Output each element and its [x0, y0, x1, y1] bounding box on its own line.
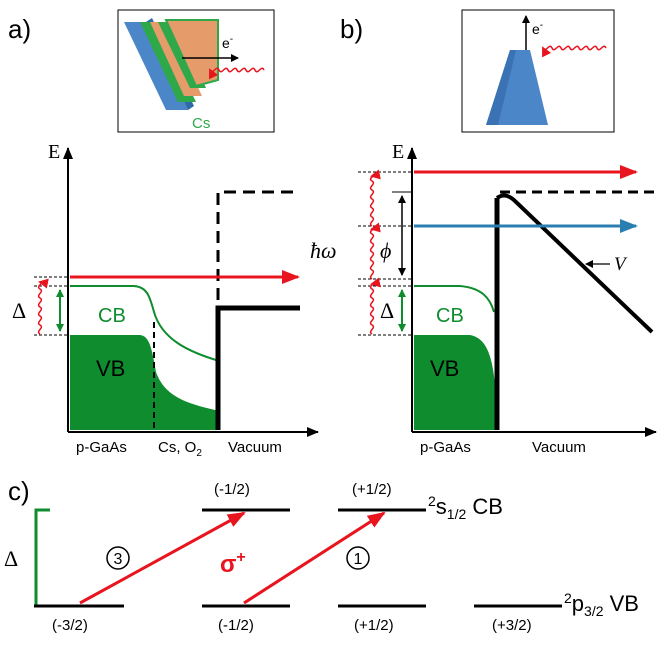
panel-b-hbar-omega-label: ħω [310, 238, 337, 263]
panel-b-photon-wave-1 [369, 277, 381, 335]
panel-b-label: b) [340, 14, 363, 44]
inset-a-cs-text: Cs [192, 115, 210, 132]
panel-b-potential-slope [495, 193, 654, 334]
panel-a-label: a) [8, 14, 31, 44]
panel-a-vb-region [70, 335, 218, 430]
panel-b-vb-label: VB [430, 356, 459, 381]
panel-b-region-vacuum: Vacuum [532, 439, 586, 456]
panel-b-inset: e- [461, 9, 615, 133]
panel-b-vb-region [414, 335, 496, 430]
sigma-plus-label: σ+ [220, 549, 246, 578]
panel-b-photon-wave-3 [369, 169, 381, 227]
cb-level-plus-half-label: (+1/2) [352, 481, 392, 498]
panel-a-cb-label: CB [98, 305, 126, 327]
panel-b-cb-label: CB [436, 305, 464, 327]
panel-a-region-gaas: p-GaAs [76, 439, 127, 456]
transition-arrow-3 [79, 511, 246, 605]
panel-a-region-vacuum: Vacuum [228, 439, 282, 456]
panel-a-inset: O2 Cs e- [117, 9, 275, 133]
panel-a: a) O2 Cs e- E VB CB [8, 9, 319, 459]
transition-weight-1: 1 [354, 551, 363, 568]
panel-a-vb-label: VB [96, 356, 125, 381]
inset-a-electron-text: e- [222, 34, 233, 51]
vb-level-minus-three-half-label: (-3/2) [52, 617, 88, 634]
transition-weight-1-circle [346, 546, 370, 570]
transition-weight-3: 3 [114, 551, 123, 568]
panel-a-vacuum-level [215, 305, 300, 430]
cb-level-minus-half-label: (-1/2) [214, 481, 250, 498]
panel-a-cb-curve [70, 285, 217, 361]
inset-b-electron-text: e- [532, 20, 543, 37]
panel-b: b) e- E VB CB V [310, 9, 657, 456]
vb-level-plus-half-label: (+1/2) [354, 617, 394, 634]
panel-c-label: c) [8, 476, 30, 506]
panel-b-region-gaas: p-GaAs [420, 439, 471, 456]
transition-arrow-1 [243, 511, 386, 605]
panel-a-region-cs-o2: Cs, O2 [158, 439, 202, 459]
panel-c: c) Δ (-1/2) (+1/2) 2s1/2 CB (-3/2) (-1/2… [4, 476, 639, 634]
panel-b-energy-label: E [392, 141, 404, 163]
panel-b-cb-curve [414, 285, 495, 313]
inset-a-o2-text: O2 [193, 31, 211, 51]
inset-a-photon-wave [209, 67, 265, 80]
panel-b-phi-label: ϕ [380, 238, 391, 263]
transition-weight-3-circle [106, 546, 130, 570]
cb-state-label: 2s1/2 CB [428, 493, 503, 522]
vb-level-plus-three-half-label: (+3/2) [492, 617, 532, 634]
panel-c-delta-label: Δ [4, 546, 18, 571]
inset-b-photon-wave [542, 45, 607, 58]
panel-c-gap-bracket [34, 508, 50, 608]
vb-level-minus-half-label: (-1/2) [218, 617, 254, 634]
panel-a-photon-wave [37, 278, 49, 335]
panel-b-potential-label: V [614, 254, 628, 275]
vb-state-label: 2p3/2 VB [564, 590, 639, 619]
panel-b-photon-wave-2 [369, 222, 381, 280]
panel-b-delta-label: Δ [380, 298, 394, 323]
panel-a-energy-label: E [48, 141, 60, 163]
panel-a-delta-label: Δ [12, 298, 26, 323]
panel-a-vacuum-level-dashed [216, 190, 300, 300]
